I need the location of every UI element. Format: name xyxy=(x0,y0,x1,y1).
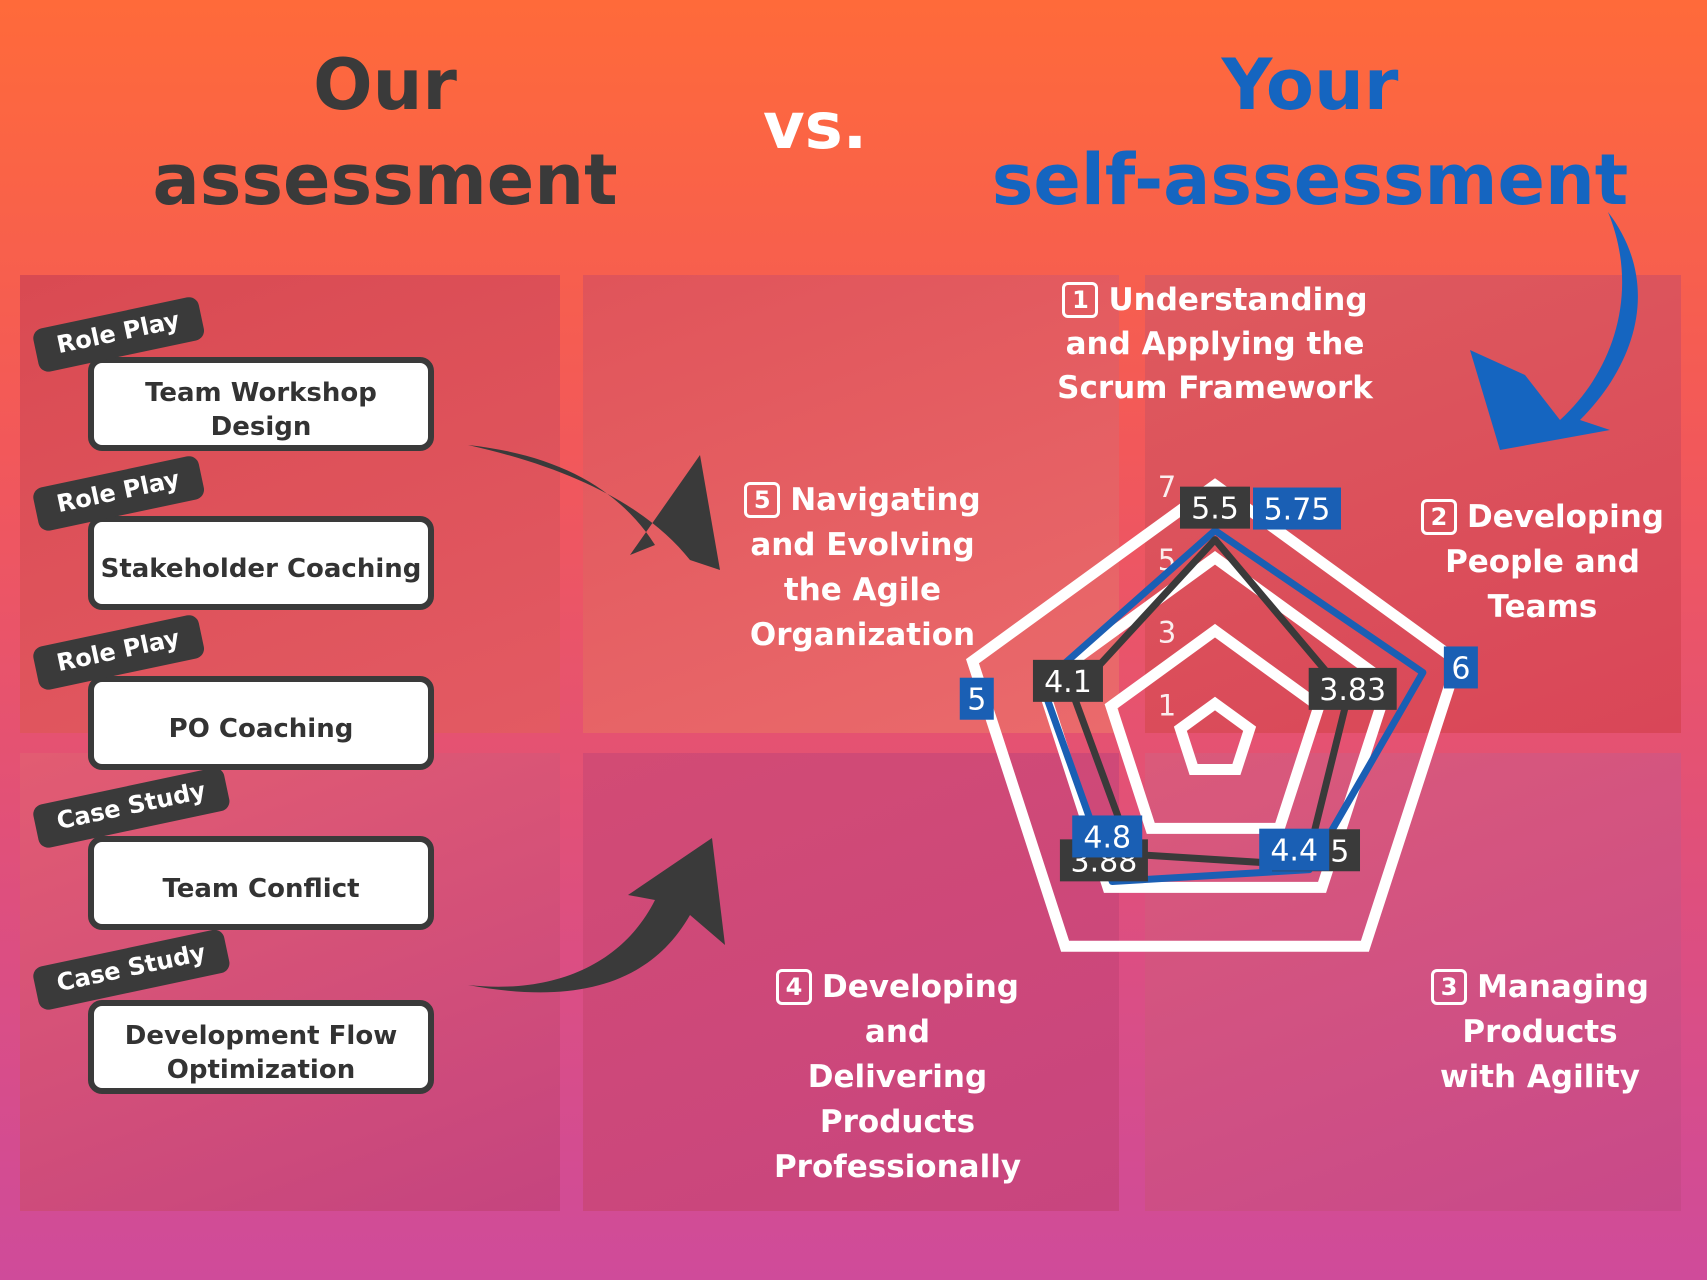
tick-label: 7 xyxy=(1158,470,1176,504)
your-title-line1: Your xyxy=(1221,44,1399,126)
data-label-box xyxy=(1032,659,1103,702)
data-label: 4.1 xyxy=(1044,665,1092,700)
dimension-number-3: 3 xyxy=(1431,969,1468,1005)
grid-ring-1 xyxy=(1173,696,1257,775)
grid-ring-3 xyxy=(1104,623,1326,834)
exercise-name: Team Workshop Design xyxy=(145,378,377,442)
dimension-number-1: 1 xyxy=(1062,282,1099,318)
data-label: 6 xyxy=(1451,651,1470,686)
data-label-box xyxy=(1259,828,1330,871)
data-label-box xyxy=(1072,815,1143,858)
arrow-blue-icon xyxy=(1470,212,1638,450)
self-assessment-title: Your self-assessment xyxy=(990,50,1630,240)
arrow-top-icon xyxy=(468,445,720,570)
tick-label: 3 xyxy=(1158,616,1176,650)
series-line-1 xyxy=(1038,527,1427,885)
data-label: 3.83 xyxy=(1319,673,1386,708)
our-title-line2: assessment xyxy=(152,139,618,221)
dimension-number-5: 5 xyxy=(744,482,781,518)
tick-label: 1 xyxy=(1158,689,1176,723)
dimension-number-4: 4 xyxy=(776,969,812,1005)
arrow-bottom-icon xyxy=(468,838,725,993)
data-label-box xyxy=(959,677,994,720)
data-label: 5.5 xyxy=(1191,492,1239,527)
your-title-line2: self-assessment xyxy=(991,139,1629,221)
data-label-box xyxy=(1443,646,1478,689)
data-label-box xyxy=(1308,667,1397,710)
exercise-name: Stakeholder Coaching xyxy=(100,554,422,585)
vs-title: vs. xyxy=(762,90,868,164)
our-assessment-title: Our assessment xyxy=(130,50,640,240)
dimension-number-2: 2 xyxy=(1421,499,1457,535)
data-label-box xyxy=(1253,487,1341,530)
dimension-text-5: Navigating and Evolving the Agile Organi… xyxy=(749,482,981,653)
dimension-text-2: Developing People and Teams xyxy=(1445,499,1664,625)
dimension-text-1: Understanding and Applying the Scrum Fra… xyxy=(1057,282,1373,407)
exercise-card: Team Workshop Design xyxy=(88,357,434,451)
exercise-name: Development Flow Optimization xyxy=(124,1021,398,1085)
exercise-card: PO Coaching xyxy=(88,676,434,770)
exercise-card: Development Flow Optimization xyxy=(88,1000,434,1094)
exercise-card: Team Conflict xyxy=(88,836,434,930)
grid-ring-7 xyxy=(966,478,1464,952)
exercise-name: PO Coaching xyxy=(168,714,354,745)
our-title-line1: Our xyxy=(313,44,457,126)
exercise-card: Stakeholder Coaching xyxy=(88,516,434,610)
data-label: 4.8 xyxy=(1083,820,1131,855)
data-label-box xyxy=(1180,486,1250,529)
dimension-text-4: Developing and Delivering Products Profe… xyxy=(773,969,1022,1185)
exercise-name: Team Conflict xyxy=(162,874,360,905)
data-label: 4.4 xyxy=(1270,834,1318,869)
data-label: 5.75 xyxy=(1264,493,1331,528)
dimension-text-3: Managing Products with Agility xyxy=(1439,969,1649,1095)
data-label: 5 xyxy=(967,683,986,718)
